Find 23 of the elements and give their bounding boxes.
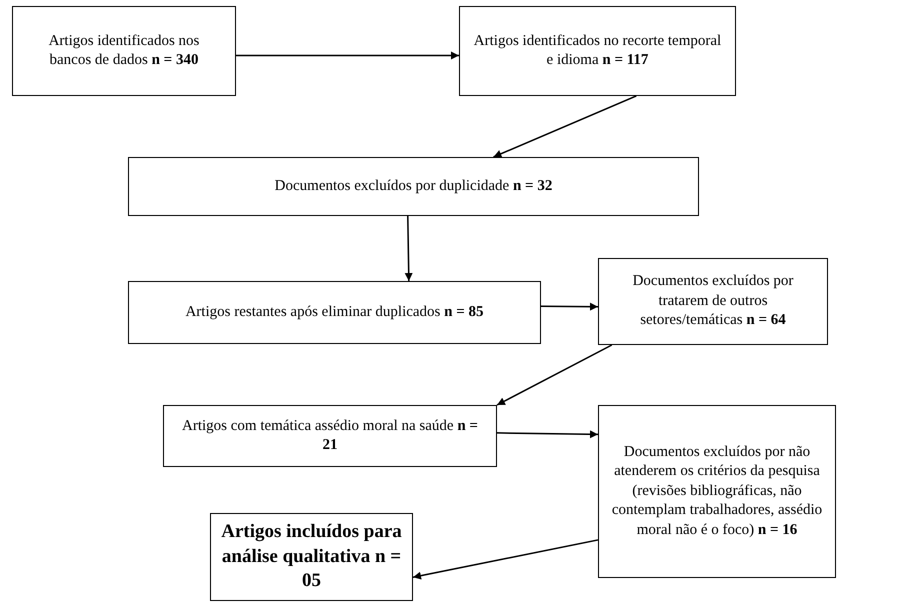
process-box xyxy=(128,281,541,344)
box-text: Documentos excluídos por não atenderem os critérios da pesquisa (revisões bibliográficas, não contemplam trabalhadores, assédio moral não é o foco) n = 16 xyxy=(610,442,824,540)
box-text: Artigos com temática assédio moral na saúde n = 21 xyxy=(181,416,479,455)
process-box xyxy=(598,405,836,578)
arrow xyxy=(236,52,459,60)
box-text: Artigos restantes após eliminar duplicados n = 85 xyxy=(185,302,484,322)
arrow xyxy=(496,344,612,406)
box-text: Artigos identificados nos bancos de dados n = 340 xyxy=(48,32,200,70)
process-box xyxy=(163,405,497,467)
arrow xyxy=(412,539,598,580)
process-box xyxy=(12,6,236,96)
arrow xyxy=(493,95,637,158)
process-box xyxy=(598,258,828,345)
box-text: Artigos incluídos para análise qualitativa n = 05 xyxy=(221,520,402,594)
process-box xyxy=(210,513,413,601)
box-text: Artigos identificados no recorte temporal e idioma n = 117 xyxy=(472,32,722,70)
arrow xyxy=(541,302,598,311)
process-box xyxy=(459,6,736,96)
arrow xyxy=(404,216,413,282)
box-text: Documentos excluídos por duplicidade n = 32 xyxy=(274,176,552,196)
box-text: Documentos excluídos por tratarem de outros setores/temáticas n = 64 xyxy=(632,272,794,330)
arrow xyxy=(496,430,598,438)
process-box xyxy=(128,157,699,216)
